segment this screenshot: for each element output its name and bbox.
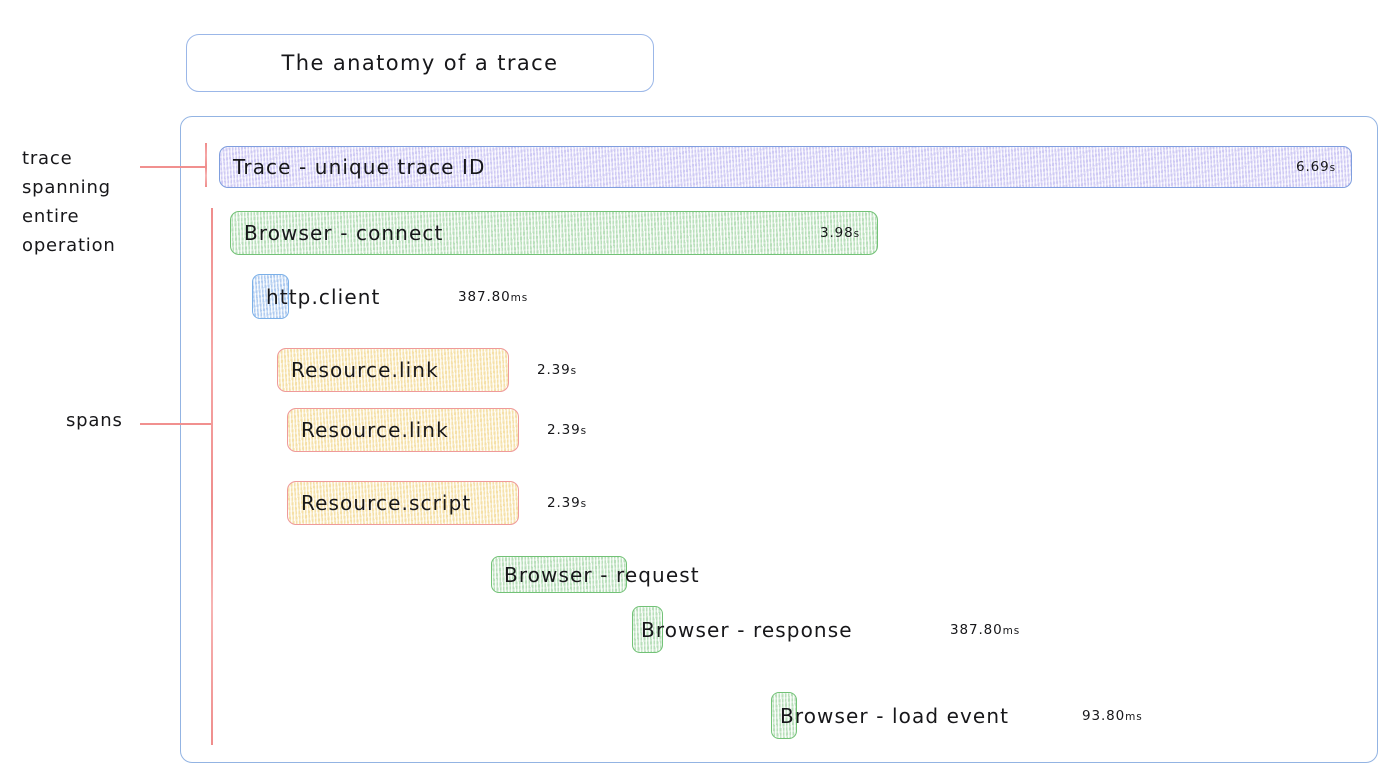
trace-annotation-label: trace spanning entire operation [22, 148, 116, 256]
span-duration: 3.98s [820, 225, 860, 241]
span-duration-value: 387.80 [950, 621, 1003, 638]
span-row[interactable]: Resource.link 2.39s [287, 408, 586, 452]
span-bar[interactable] [252, 274, 289, 319]
span-duration-unit: s [570, 365, 578, 377]
spans-annotation-leader [140, 423, 212, 425]
span-bar[interactable] [277, 348, 509, 392]
trace-annotation-bracket [205, 143, 207, 187]
span-bar[interactable] [632, 606, 663, 653]
span-row[interactable]: Resource.script 2.39s [287, 481, 586, 525]
span-duration-value: 387.80 [458, 288, 511, 305]
span-bar[interactable] [771, 692, 797, 739]
span-duration: 387.80ms [950, 622, 1020, 638]
span-duration: 93.80ms [1082, 708, 1143, 724]
span-duration-value: 2.39 [537, 362, 571, 378]
span-duration-unit: s [853, 228, 860, 240]
span-duration-unit: ms [1002, 624, 1021, 637]
trace-duration-unit: s [1329, 162, 1336, 174]
span-duration-value: 2.39 [547, 422, 581, 438]
span-duration-unit: s [580, 498, 588, 510]
trace-duration-value: 6.69 [1295, 159, 1330, 175]
span-row[interactable]: Browser - connect 3.98s [230, 211, 878, 255]
span-row[interactable]: http.client 387.80ms [252, 274, 527, 319]
trace-container [180, 116, 1378, 763]
span-bar[interactable] [491, 556, 627, 593]
span-row[interactable]: Browser - response 387.80ms [632, 606, 1019, 653]
span-duration-unit: ms [1125, 710, 1143, 723]
span-duration-value: 2.39 [547, 495, 581, 511]
trace-annotation-leader [140, 166, 206, 168]
span-bar[interactable] [287, 408, 519, 452]
span-row[interactable]: Browser - request [491, 556, 699, 593]
spans-annotation-bracket [211, 208, 213, 745]
span-row[interactable]: Resource.link 2.39s [277, 348, 576, 392]
diagram-title-box: The anatomy of a trace [186, 34, 654, 92]
trace-duration: 6.69s [1296, 159, 1336, 175]
span-bar[interactable] [287, 481, 519, 525]
span-duration: 2.39s [547, 422, 587, 438]
span-duration: 2.39s [537, 362, 577, 378]
page-title: The anatomy of a trace [281, 51, 559, 75]
span-duration-unit: ms [510, 291, 529, 304]
trace-bar[interactable] [219, 146, 1352, 188]
span-duration-value: 93.80 [1082, 707, 1126, 724]
span-duration-value: 3.98 [819, 225, 854, 241]
span-bar[interactable] [230, 211, 878, 255]
spans-annotation-label: spans [66, 410, 123, 431]
span-duration: 387.80ms [458, 289, 528, 305]
span-duration: 2.39s [547, 495, 587, 511]
span-duration-unit: s [580, 425, 588, 437]
span-row[interactable]: Browser - load event 93.80ms [771, 692, 1142, 739]
trace-bar-row[interactable]: Trace - unique trace ID 6.69s [219, 146, 1352, 188]
